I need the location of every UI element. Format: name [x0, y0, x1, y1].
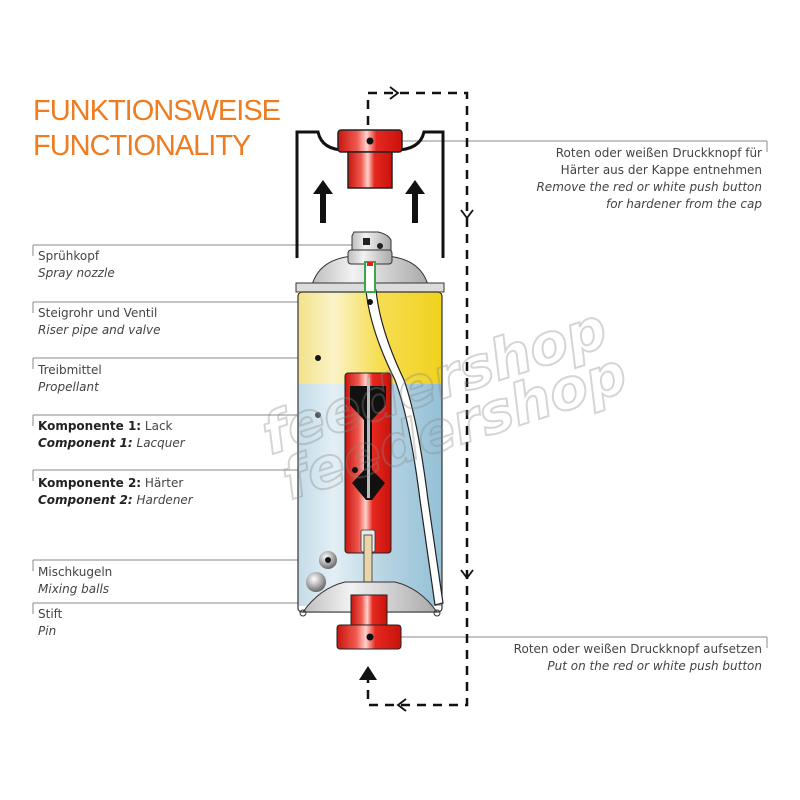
mixing-ball	[306, 572, 326, 592]
chevron-right-icon	[389, 86, 400, 100]
up-arrow-icon	[313, 180, 333, 223]
leader-lines	[32, 140, 768, 648]
label-propellant: Treibmittel Propellant	[38, 363, 102, 394]
red-push-button-bottom	[336, 594, 402, 650]
leader-remove-button	[370, 140, 768, 152]
label-component2: Komponente 2: Härter Component 2: Harden…	[38, 476, 193, 507]
title-german: FUNKTIONSWEISE	[33, 95, 281, 127]
label-mixing-balls: Mischkugeln Mixing balls	[38, 565, 113, 596]
up-arrow-icon	[359, 666, 377, 680]
hardener-cartridge	[344, 372, 392, 604]
leader-propellant	[32, 357, 318, 369]
label-component1: Komponente 1: Lack Component 1: Lacquer	[38, 419, 185, 450]
leader-spray-nozzle	[32, 244, 368, 256]
label-spray-nozzle: Sprühkopf Spray nozzle	[38, 249, 115, 280]
up-arrow-icon	[405, 180, 425, 223]
flow-path	[366, 91, 469, 707]
leader-mixing-balls	[32, 559, 328, 571]
label-riser-pipe: Steigrohr und Ventil Riser pipe and valv…	[38, 306, 161, 337]
label-pin: Stift Pin	[38, 607, 63, 638]
chevron-left-icon	[396, 698, 407, 712]
leader-component1	[32, 414, 318, 426]
riser-pipe	[365, 289, 444, 606]
title-english: FUNCTIONALITY	[33, 130, 251, 162]
cap	[295, 129, 445, 258]
chevron-down-icon	[460, 569, 474, 580]
label-put-on-button: Roten oder weißen Druckknopf aufsetzen P…	[513, 642, 762, 673]
spray-can	[295, 231, 445, 650]
chevron-down-icon	[460, 209, 474, 220]
label-remove-button: Roten oder weißen Druckknopf für Härter …	[536, 146, 762, 211]
leader-put-on-button	[370, 636, 768, 648]
spray-nozzle	[347, 231, 393, 293]
